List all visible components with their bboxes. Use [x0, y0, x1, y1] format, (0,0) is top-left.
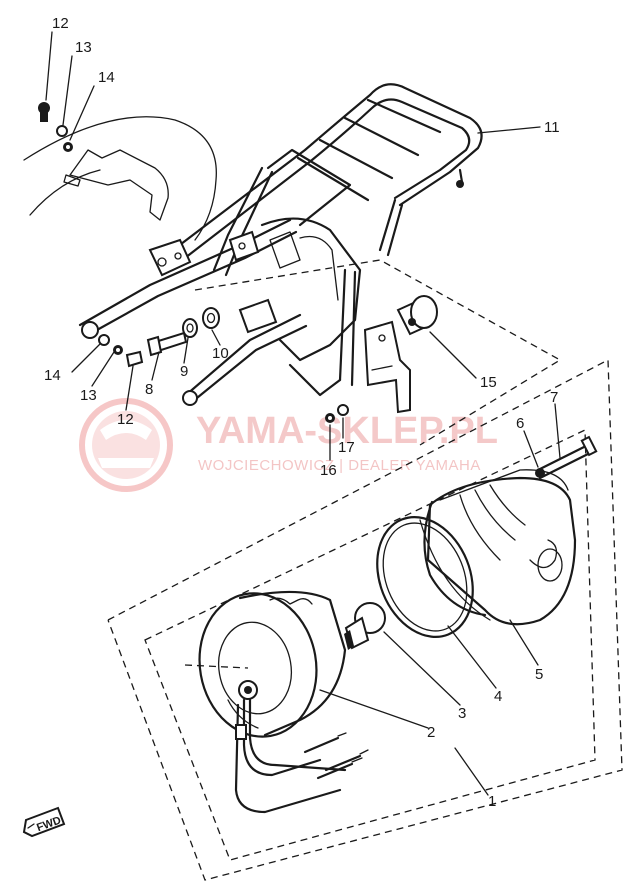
headlight-rim-ring	[376, 515, 474, 639]
watermark-brand: YAMA-SKLEP.PL	[196, 410, 498, 452]
headlight-shell	[419, 469, 577, 626]
callout-16: 16	[320, 462, 337, 479]
leader-lines	[45, 31, 561, 796]
callout-13-lower: 13	[80, 387, 97, 404]
forward-direction-arrow: FWD	[22, 806, 66, 838]
watermark: YAMA-SKLEP.PL WOJCIECHOWICZ | DEALER YAM…	[79, 398, 498, 492]
callout-2: 2	[427, 724, 435, 741]
callout-13-upper: 13	[75, 39, 92, 56]
fastener-stack-lower	[98, 334, 144, 368]
headlight-bulb	[344, 602, 386, 650]
callout-15: 15	[480, 374, 497, 391]
mounting-bolt	[535, 435, 598, 480]
rear-bracket-frame	[78, 217, 411, 414]
callout-12-lower: 12	[117, 411, 134, 428]
callout-12-upper: 12	[52, 15, 69, 32]
callout-17: 17	[338, 439, 355, 456]
nuts-16-17	[325, 404, 349, 423]
callout-4: 4	[494, 688, 502, 705]
callout-6: 6	[516, 415, 524, 432]
headlight-unit	[198, 590, 347, 738]
callout-8: 8	[145, 381, 153, 398]
callout-labels: 12 13 14 11 14 13 12 8 9 10 15 16 17 6 7…	[44, 15, 560, 810]
wiring-harness	[234, 698, 369, 814]
callout-14-lower: 14	[44, 367, 61, 384]
rubber-damper	[396, 295, 438, 336]
callout-1: 1	[488, 793, 496, 810]
rear-fender-outline	[23, 116, 217, 241]
watermark-subtitle: WOJCIECHOWICZ | DEALER YAMAHA	[198, 457, 481, 474]
callout-9: 9	[180, 363, 188, 380]
callout-10: 10	[212, 345, 229, 362]
callout-7: 7	[550, 389, 558, 406]
fastener-stack-upper	[38, 102, 73, 152]
callout-14-upper: 14	[98, 69, 115, 86]
watermark-logo	[79, 398, 173, 492]
callout-5: 5	[535, 666, 543, 683]
carrier-rack	[148, 83, 483, 277]
bolt-washer-grommet	[146, 307, 220, 357]
frame-assembly-boundary	[194, 259, 562, 446]
callout-11: 11	[544, 119, 560, 136]
callout-3: 3	[458, 705, 466, 722]
